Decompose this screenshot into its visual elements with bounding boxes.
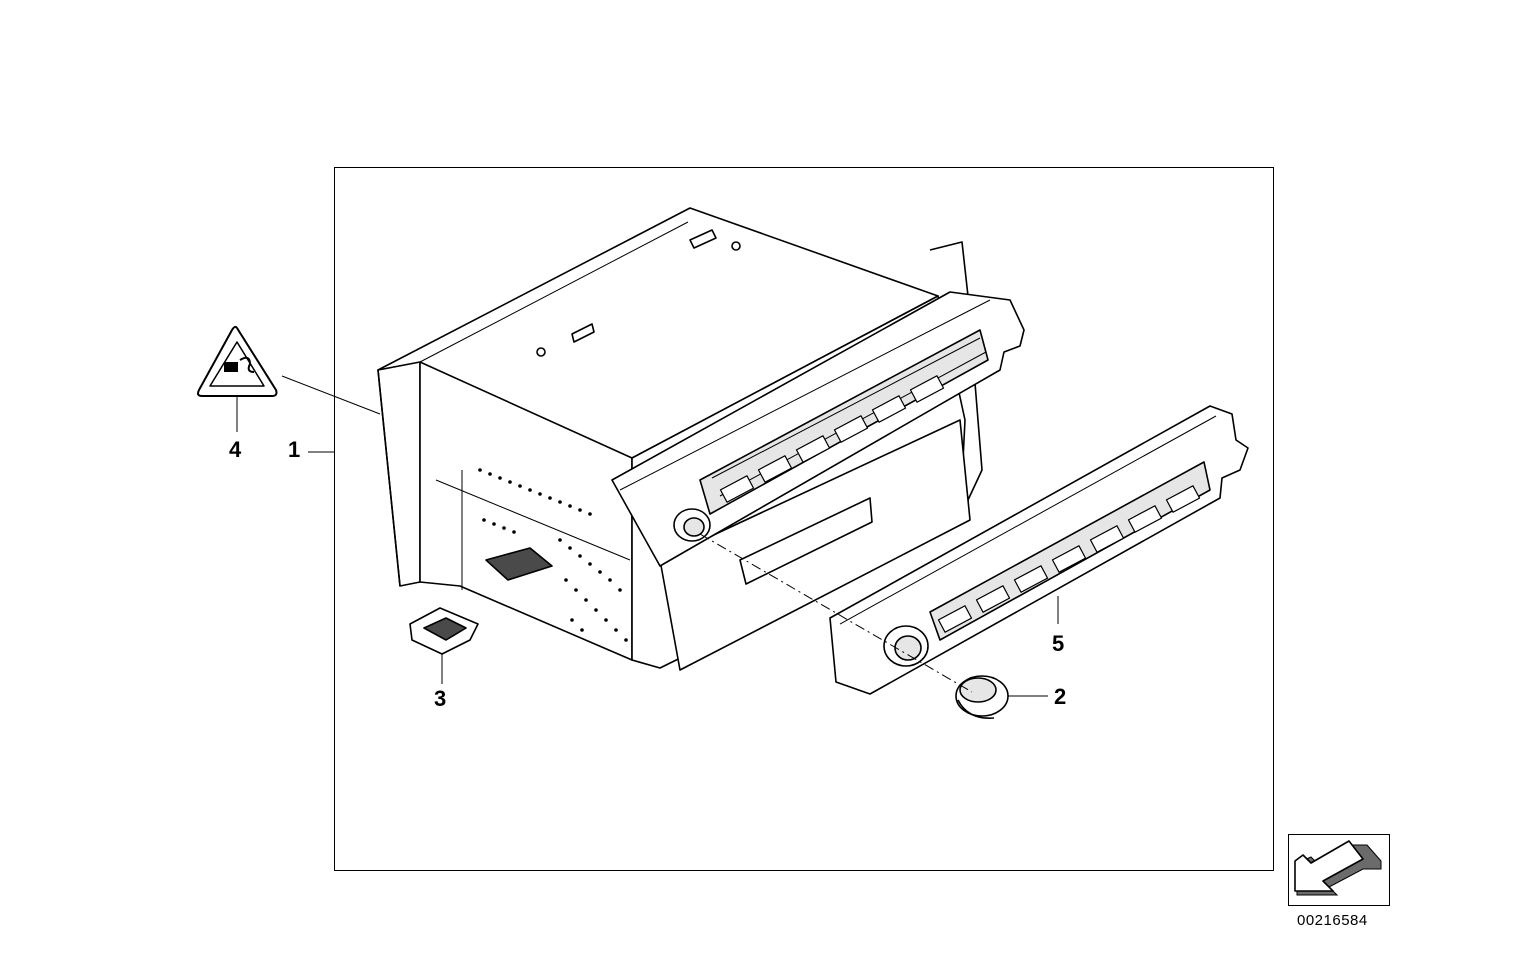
callout-2: 2 — [1054, 684, 1067, 709]
callout-3: 3 — [434, 686, 447, 711]
leader-lines — [236, 375, 1059, 697]
control-panel[interactable] — [829, 405, 1249, 695]
navigation-arrow-box[interactable] — [1288, 834, 1390, 906]
slot-cover[interactable] — [409, 607, 479, 655]
callout-1: 1 — [288, 437, 301, 462]
warning-triangle-icon — [197, 325, 278, 397]
rotary-knob[interactable] — [955, 675, 1009, 719]
callout-4: 4 — [229, 437, 242, 462]
navigation-arrow-icon — [1294, 840, 1382, 896]
diagram-frame — [334, 167, 1274, 871]
callout-5: 5 — [1052, 631, 1065, 656]
diagram-id: 00216584 — [1297, 912, 1368, 929]
radio-head-unit[interactable] — [377, 207, 1025, 671]
